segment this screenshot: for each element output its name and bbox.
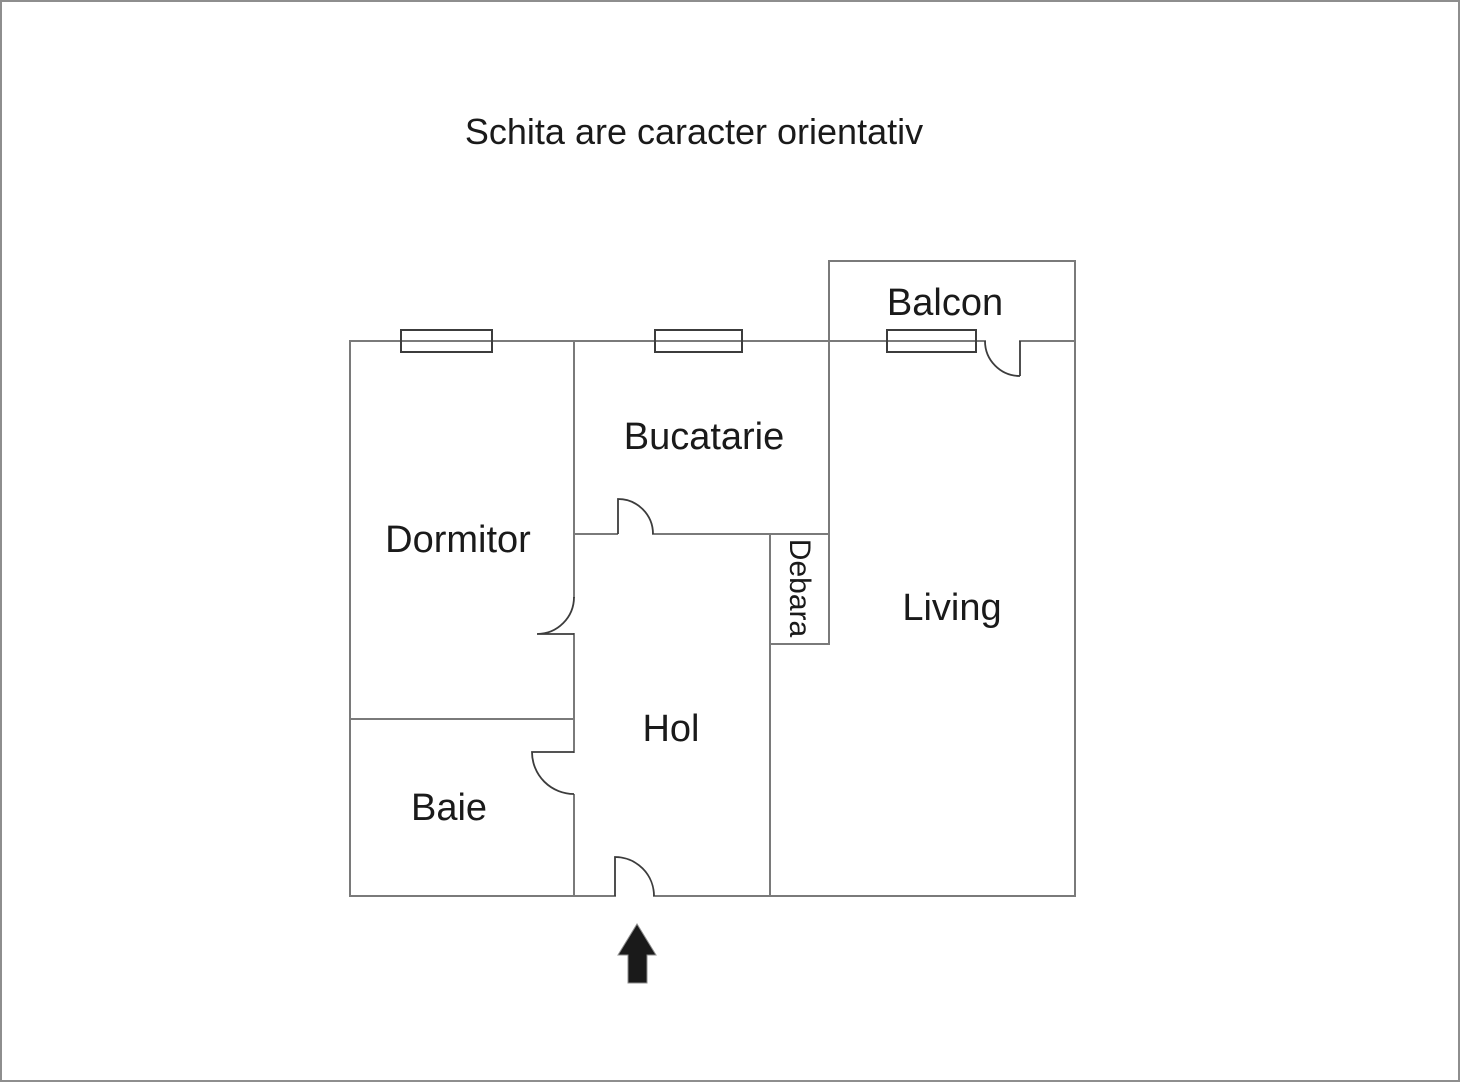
wall-balcony	[828, 260, 1076, 342]
plan-title: Schita are caracter orientativ	[464, 111, 924, 152]
window-dormitor	[400, 329, 493, 353]
door-balcon	[984, 340, 1021, 377]
door-entrance	[614, 856, 655, 897]
room-label-dormitor: Dormitor	[385, 519, 531, 561]
walls	[349, 260, 1076, 897]
room-label-living: Living	[902, 587, 1002, 629]
windows	[400, 329, 977, 353]
window-bucatarie	[654, 329, 743, 353]
door-baie	[531, 751, 575, 795]
room-label-debara: Debara	[783, 538, 816, 638]
doors	[531, 340, 1021, 897]
entrance-up-arrow-icon	[617, 923, 657, 984]
room-label-balcon: Balcon	[886, 282, 1004, 324]
room-label-hol: Hol	[642, 708, 700, 750]
door-dormitor	[536, 596, 575, 635]
room-label-baie: Baie	[410, 787, 488, 829]
window-balcon	[886, 329, 977, 353]
door-bucatarie	[617, 498, 654, 535]
room-label-bucatarie: Bucatarie	[623, 416, 785, 458]
